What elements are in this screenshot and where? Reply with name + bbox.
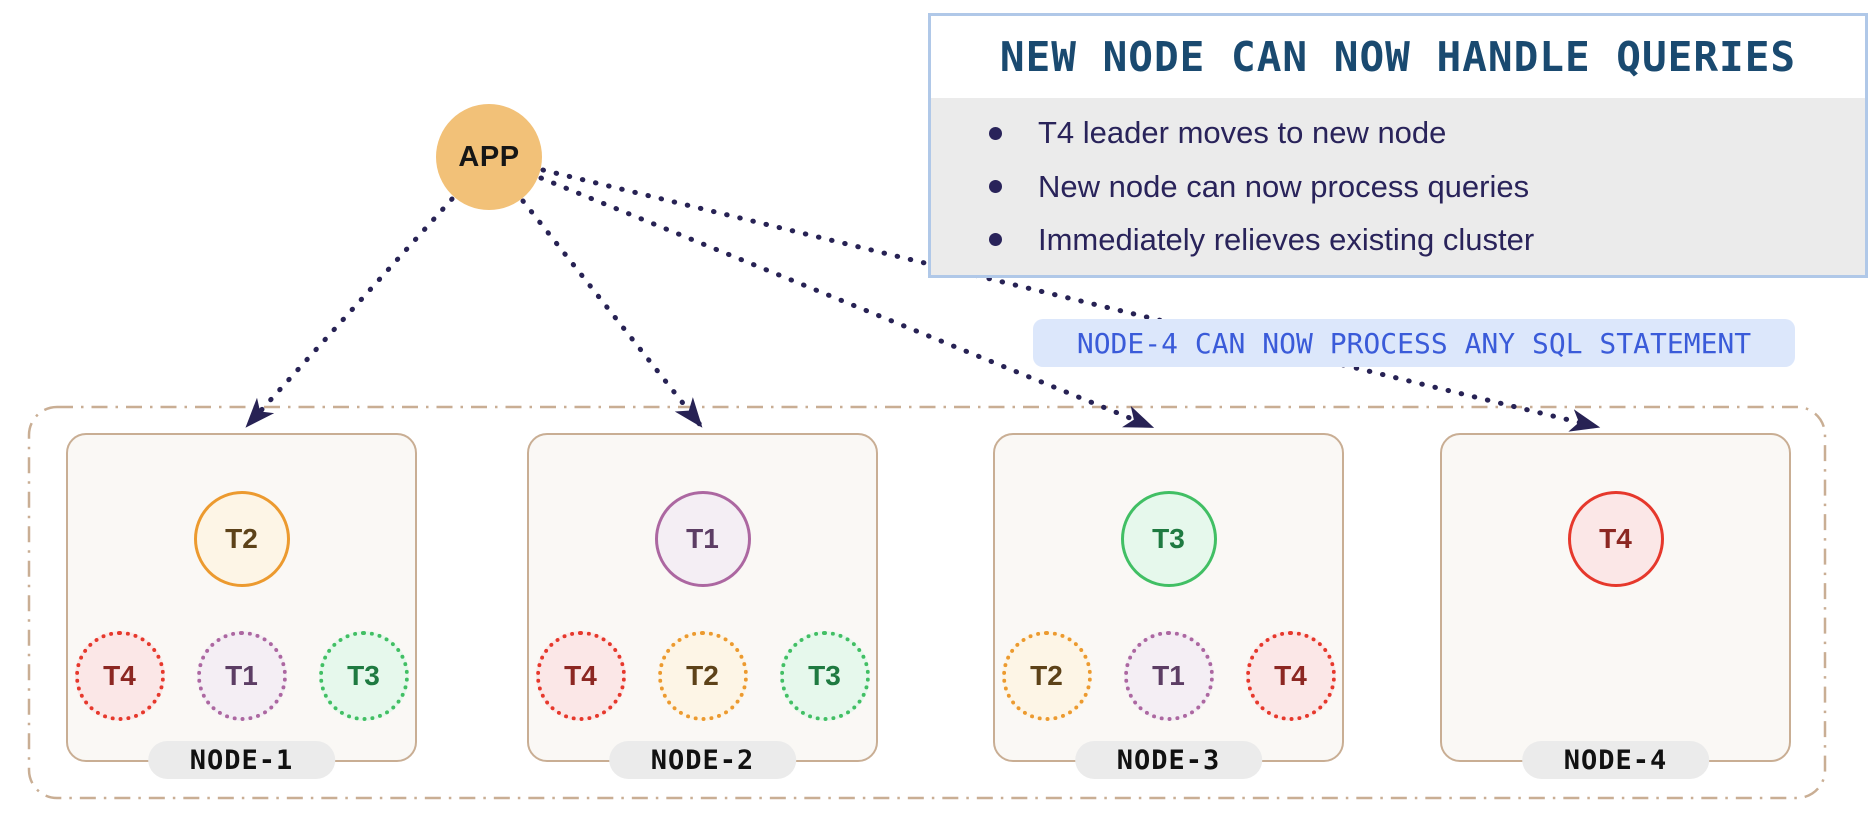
follower-tablet: T1	[1123, 631, 1214, 721]
follower-tablet: T3	[779, 631, 870, 721]
bullet-item: T4 leader moves to new node	[989, 115, 1865, 151]
node-4-box: T4 NODE-4	[1440, 433, 1791, 779]
node-2-label: NODE-2	[608, 741, 797, 779]
app-circle: APP	[436, 104, 542, 210]
node-1-label: NODE-1	[147, 741, 336, 779]
node-4-leader-tablet: T4	[1567, 491, 1664, 587]
callout-bullet-list: T4 leader moves to new node New node can…	[931, 98, 1865, 275]
bullet-text: New node can now process queries	[1038, 168, 1530, 204]
follower-tablet: T4	[1245, 631, 1336, 721]
node-3-followers: T2 T1 T4	[995, 631, 1342, 721]
arrow-app-to-node1	[244, 196, 455, 429]
node-2-box: T1 T4 T2 T3 NODE-2	[527, 433, 878, 779]
node4-annotation-pill: NODE-4 CAN NOW PROCESS ANY SQL STATEMENT	[1033, 319, 1795, 367]
follower-tablet: T3	[318, 631, 409, 721]
node-1-followers: T4 T1 T3	[68, 631, 415, 721]
node-2-leader-tablet: T1	[654, 491, 751, 587]
bullet-item: New node can now process queries	[989, 169, 1865, 205]
arrow-app-to-node3	[538, 175, 1155, 430]
follower-tablet: T1	[196, 631, 287, 721]
bullet-dot-icon	[989, 233, 1002, 247]
follower-tablet: T4	[74, 631, 165, 721]
bullet-dot-icon	[989, 126, 1002, 140]
node-2-followers: T4 T2 T3	[529, 631, 876, 721]
bullet-dot-icon	[989, 180, 1002, 193]
node-3-box: T3 T2 T1 T4 NODE-3	[993, 433, 1344, 779]
arrow-app-to-node2	[520, 198, 704, 429]
node-3-leader-tablet: T3	[1120, 491, 1217, 587]
callout-title: NEW NODE CAN NOW HANDLE QUERIES	[931, 16, 1865, 98]
follower-tablet: T2	[657, 631, 748, 721]
node-4-label: NODE-4	[1521, 741, 1710, 779]
follower-tablet: T4	[535, 631, 626, 721]
arrow-app-to-node4	[540, 167, 1601, 432]
node-1-leader-tablet: T2	[193, 491, 290, 587]
follower-tablet: T2	[1001, 631, 1092, 721]
callout-panel: NEW NODE CAN NOW HANDLE QUERIES T4 leade…	[928, 13, 1868, 278]
app-label: APP	[458, 140, 520, 173]
node-3-label: NODE-3	[1074, 741, 1263, 779]
cluster-boundary	[27, 405, 1827, 800]
bullet-text: T4 leader moves to new node	[1038, 115, 1447, 151]
bullet-item: Immediately relieves existing cluster	[989, 222, 1865, 258]
bullet-text: Immediately relieves existing cluster	[1038, 221, 1535, 257]
node-1-box: T2 T4 T1 T3 NODE-1	[66, 433, 417, 779]
